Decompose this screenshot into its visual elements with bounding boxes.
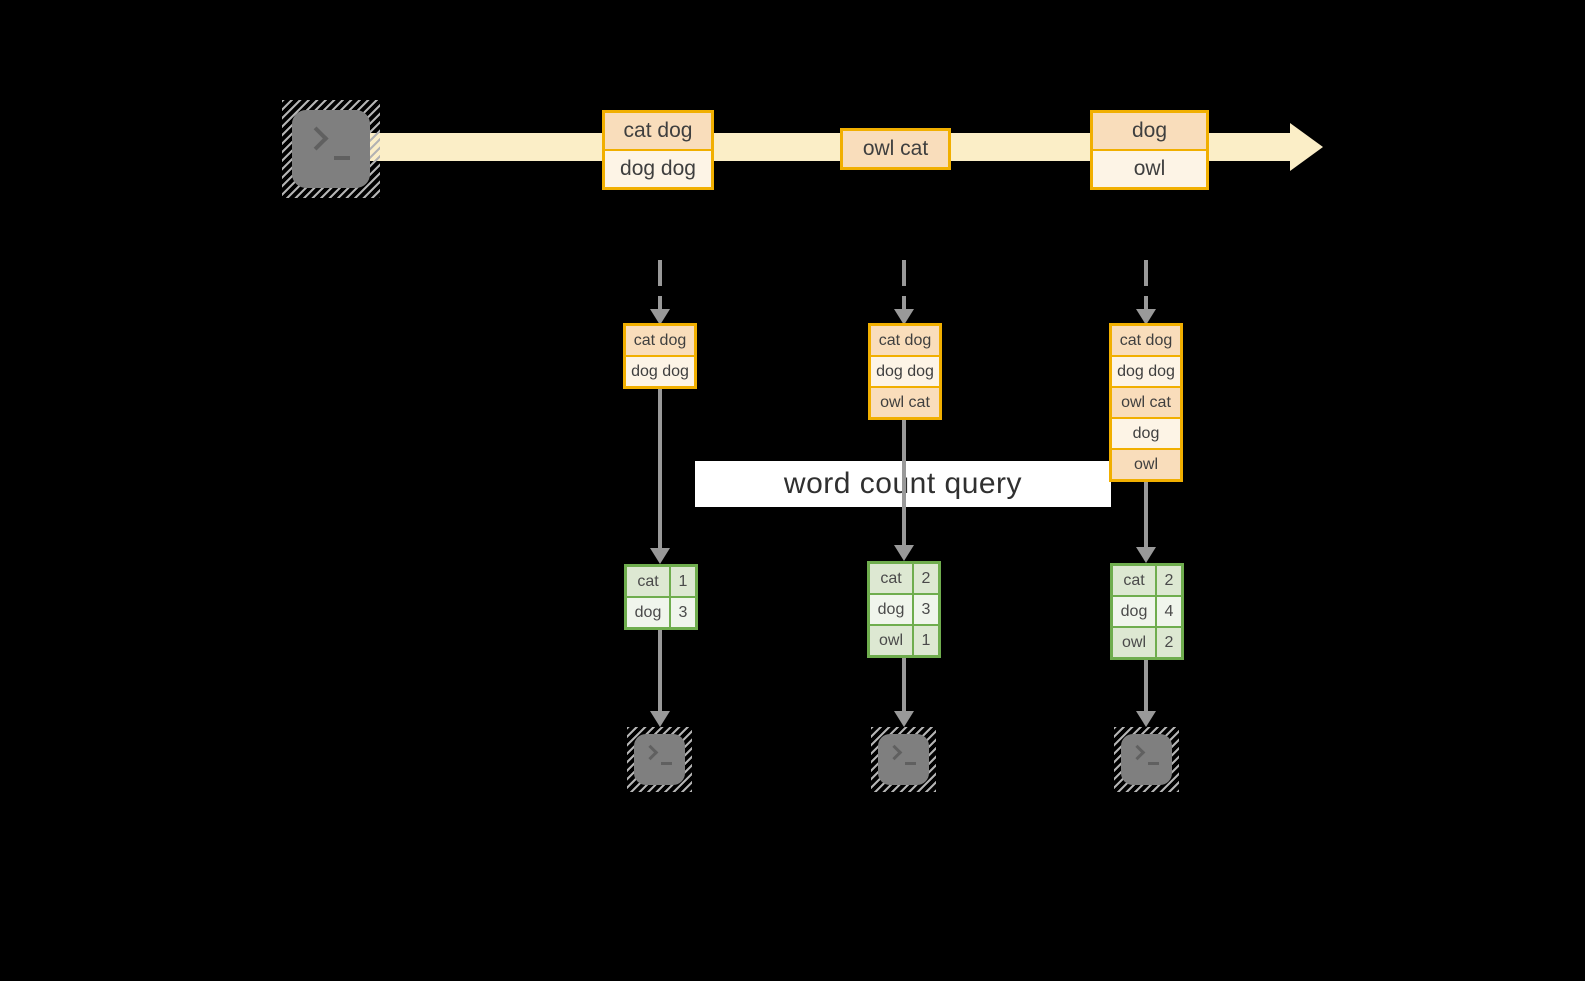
word-cell: cat (627, 567, 669, 596)
stream-row: dog dog (626, 357, 694, 386)
down-arrow-line (902, 658, 906, 711)
down-arrow-line (658, 630, 662, 711)
stream-row: dog dog (605, 151, 711, 187)
stream-row: cat dog (605, 113, 711, 149)
stream-row: owl (1093, 151, 1206, 187)
word-cell: cat (870, 564, 912, 593)
word-cell: dog (1113, 597, 1155, 626)
dashed-arrow-segment (658, 296, 662, 309)
down-arrowhead-icon (650, 309, 670, 325)
stream-row: cat dog (626, 326, 694, 355)
down-arrow-line (1144, 482, 1148, 547)
count-cell: 2 (1157, 566, 1181, 595)
stream-row: owl cat (1112, 388, 1180, 417)
terminal-prompt-icon (642, 744, 659, 761)
sink-terminal-icon (871, 727, 936, 792)
word-cell: owl (870, 626, 912, 655)
terminal-body (292, 110, 370, 188)
count-cell: 2 (1157, 628, 1181, 657)
stream-row: cat dog (1112, 326, 1180, 355)
word-cell: dog (627, 598, 669, 627)
event-stream-arrowhead-icon (1290, 123, 1323, 171)
terminal-body (878, 734, 929, 785)
stream-row: owl cat (843, 131, 948, 167)
terminal-cursor-icon (1148, 762, 1159, 765)
terminal-body (1121, 734, 1172, 785)
down-arrowhead-icon (894, 545, 914, 561)
count-cell: 1 (671, 567, 695, 596)
sink-terminal-icon (1114, 727, 1179, 792)
down-arrow-line (1144, 660, 1148, 711)
dashed-arrow-segment (658, 260, 662, 286)
count-cell: 3 (671, 598, 695, 627)
stream-row: owl (1112, 450, 1180, 479)
dashed-arrow-segment (1144, 296, 1148, 309)
down-arrow-line (658, 389, 662, 548)
stream-row: dog dog (1112, 357, 1180, 386)
sink-terminal-icon (627, 727, 692, 792)
word-cell: dog (870, 595, 912, 624)
terminal-cursor-icon (334, 156, 350, 160)
down-arrowhead-icon (894, 309, 914, 325)
stream-row: dog (1093, 113, 1206, 149)
terminal-cursor-icon (661, 762, 672, 765)
dashed-arrow-segment (1144, 260, 1148, 286)
stream-row: dog dog (871, 357, 939, 386)
terminal-cursor-icon (905, 762, 916, 765)
word-cell: cat (1113, 566, 1155, 595)
stream-row: cat dog (871, 326, 939, 355)
dashed-arrow-segment (902, 296, 906, 309)
count-cell: 2 (914, 564, 938, 593)
down-arrow-line (902, 418, 906, 545)
source-terminal-icon (282, 100, 380, 198)
down-arrowhead-icon (1136, 309, 1156, 325)
terminal-prompt-icon (886, 744, 903, 761)
terminal-body (634, 734, 685, 785)
down-arrowhead-icon (894, 711, 914, 727)
stream-batch-box: owl cat (840, 128, 951, 170)
terminal-prompt-icon (304, 126, 329, 151)
count-cell: 3 (914, 595, 938, 624)
dashed-arrow-segment (902, 260, 906, 286)
word-cell: owl (1113, 628, 1155, 657)
stream-row: owl cat (871, 388, 939, 417)
down-arrowhead-icon (650, 711, 670, 727)
stream-row: dog (1112, 419, 1180, 448)
down-arrowhead-icon (650, 548, 670, 564)
terminal-prompt-icon (1129, 744, 1146, 761)
down-arrowhead-icon (1136, 711, 1156, 727)
count-cell: 1 (914, 626, 938, 655)
down-arrowhead-icon (1136, 547, 1156, 563)
count-cell: 4 (1157, 597, 1181, 626)
